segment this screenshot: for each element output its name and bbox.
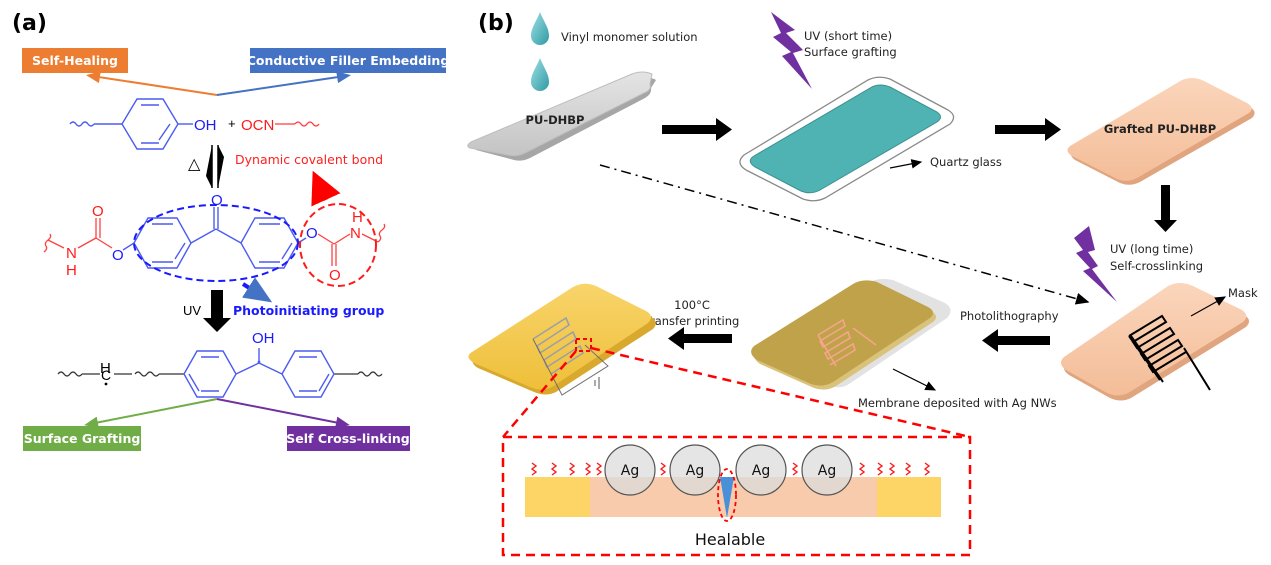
quartz-glass-plate — [739, 76, 955, 202]
zoom-region-marker — [575, 338, 592, 352]
hydroxyl-label: OH — [194, 117, 217, 134]
mask-pointer-arrow — [1190, 296, 1227, 317]
healable-sensor-plate — [468, 283, 656, 396]
transfer-printing-label: Transfer printing — [644, 314, 740, 328]
equilibrium-arrows-icon — [206, 145, 224, 188]
product-hydroxyl-label: OH — [252, 330, 275, 347]
ag-label: Ag — [621, 463, 639, 479]
membrane-label: Membrane deposited with Ag NWs — [858, 396, 1057, 410]
process-arrow-left — [668, 327, 732, 350]
polymer-chain-squiggles — [530, 462, 931, 476]
benzophenone-urethane-structure: O N H O O O N — [43, 192, 386, 284]
mask-label: Mask — [1228, 286, 1258, 300]
atom-n: N — [66, 245, 77, 262]
crack-highlight-ellipse — [717, 468, 737, 522]
isocyanate-label: OCN — [241, 117, 274, 134]
membrane-ag-nws-plate — [751, 279, 951, 390]
membrane-pointer-arrow — [892, 368, 937, 391]
atom-h: H — [352, 209, 363, 226]
atom-o: O — [92, 203, 104, 220]
plate-pu-dhbp: PU-DHBP — [467, 71, 656, 161]
photolithography-label: Photolithography — [960, 309, 1059, 323]
atom-n: N — [350, 225, 361, 242]
atom-h: H — [100, 360, 111, 377]
tag-self-healing-text: Self-Healing — [32, 53, 118, 68]
plate-grafted-pu-dhbp: Grafted PU-DHBP — [1067, 78, 1255, 185]
ag-particle — [669, 444, 721, 496]
arrow-to-surface-grafting — [84, 398, 218, 429]
tag-surface-grafting: Surface Grafting — [23, 426, 141, 451]
radical-product-structure: H C OH — [57, 330, 383, 398]
quartz-pointer-arrow — [889, 159, 923, 169]
heat-symbol: △ — [188, 156, 201, 173]
droplet-icon — [531, 58, 549, 91]
atom-o: O — [112, 247, 124, 264]
uv-long-line2: Self-crosslinking — [1110, 259, 1203, 273]
healable-caption: Healable — [695, 530, 765, 549]
direct-path-dashdot-arrow — [599, 164, 1090, 305]
photoinitiator-arrow — [241, 277, 273, 303]
panel-a-label: (a) — [12, 11, 47, 36]
uv-label: UV — [183, 303, 201, 318]
transfer-temp-label: 100°C — [674, 298, 710, 312]
callout-line-right — [590, 346, 971, 439]
quartz-glass-label: Quartz glass — [930, 155, 1002, 169]
inset-box — [501, 435, 972, 557]
crack-icon — [720, 477, 734, 518]
urethane-highlight-circle — [299, 203, 377, 287]
ag-particle — [604, 444, 656, 496]
tag-conductive-filler-text: Conductive Filler Embedding — [247, 53, 450, 68]
atom-h: H — [66, 262, 77, 279]
inset-cross-section: Ag Ag Ag Ag Healable — [525, 444, 941, 549]
plate-grafted-label: Grafted PU-DHBP — [1104, 122, 1216, 136]
uv-long-line1: UV (long time) — [1110, 242, 1193, 256]
uv-short-line1: UV (short time) — [804, 29, 892, 43]
tag-conductive-filler: Conductive Filler Embedding — [247, 48, 450, 73]
uv-short-line2: Surface grafting — [804, 45, 897, 59]
tag-surface-grafting-text: Surface Grafting — [24, 431, 141, 446]
process-arrow-right — [995, 118, 1061, 141]
callout-line-left — [502, 350, 577, 438]
dynamic-bond-label: Dynamic covalent bond — [235, 152, 383, 167]
isocyanate-chain — [275, 121, 320, 127]
plate-masked — [1060, 283, 1250, 401]
radical-dot — [104, 382, 108, 386]
process-arrow-left — [982, 329, 1050, 352]
atom-o: O — [211, 192, 223, 209]
uv-lightning-icon — [1074, 226, 1117, 302]
photoinitiator-highlight-ellipse — [133, 204, 299, 282]
plus-sign: + — [228, 116, 236, 131]
dynamic-bond-arrow — [311, 170, 341, 207]
ag-particle — [801, 444, 853, 496]
ag-label: Ag — [818, 463, 836, 479]
uv-down-arrow-icon — [203, 290, 231, 332]
photoinitiating-label: Photoinitiating group — [233, 303, 384, 318]
atom-o: O — [329, 267, 341, 284]
arrow-to-self-healing — [86, 71, 218, 96]
arrow-to-self-crosslinking — [216, 398, 350, 429]
vinyl-monomer-label: Vinyl monomer solution — [561, 30, 698, 44]
tag-self-healing: Self-Healing — [22, 48, 128, 73]
tag-self-crosslinking: Self Cross-linking — [286, 426, 410, 451]
ag-label: Ag — [686, 463, 704, 479]
ag-label: Ag — [752, 463, 770, 479]
tag-self-crosslinking-text: Self Cross-linking — [286, 431, 409, 446]
atom-o: O — [306, 225, 318, 242]
process-arrow-down — [1154, 185, 1177, 232]
atom-c-radical: C — [101, 367, 111, 383]
panel-b-label: (b) — [478, 11, 514, 36]
ag-particle — [735, 444, 787, 496]
phenol-reactant — [69, 98, 193, 150]
process-arrow-right — [662, 118, 732, 141]
uv-lightning-icon — [771, 12, 812, 89]
arrow-to-conductive-filler — [216, 71, 351, 96]
plate-pu-dhbp-label: PU-DHBP — [526, 113, 585, 127]
droplet-icon — [531, 12, 549, 45]
